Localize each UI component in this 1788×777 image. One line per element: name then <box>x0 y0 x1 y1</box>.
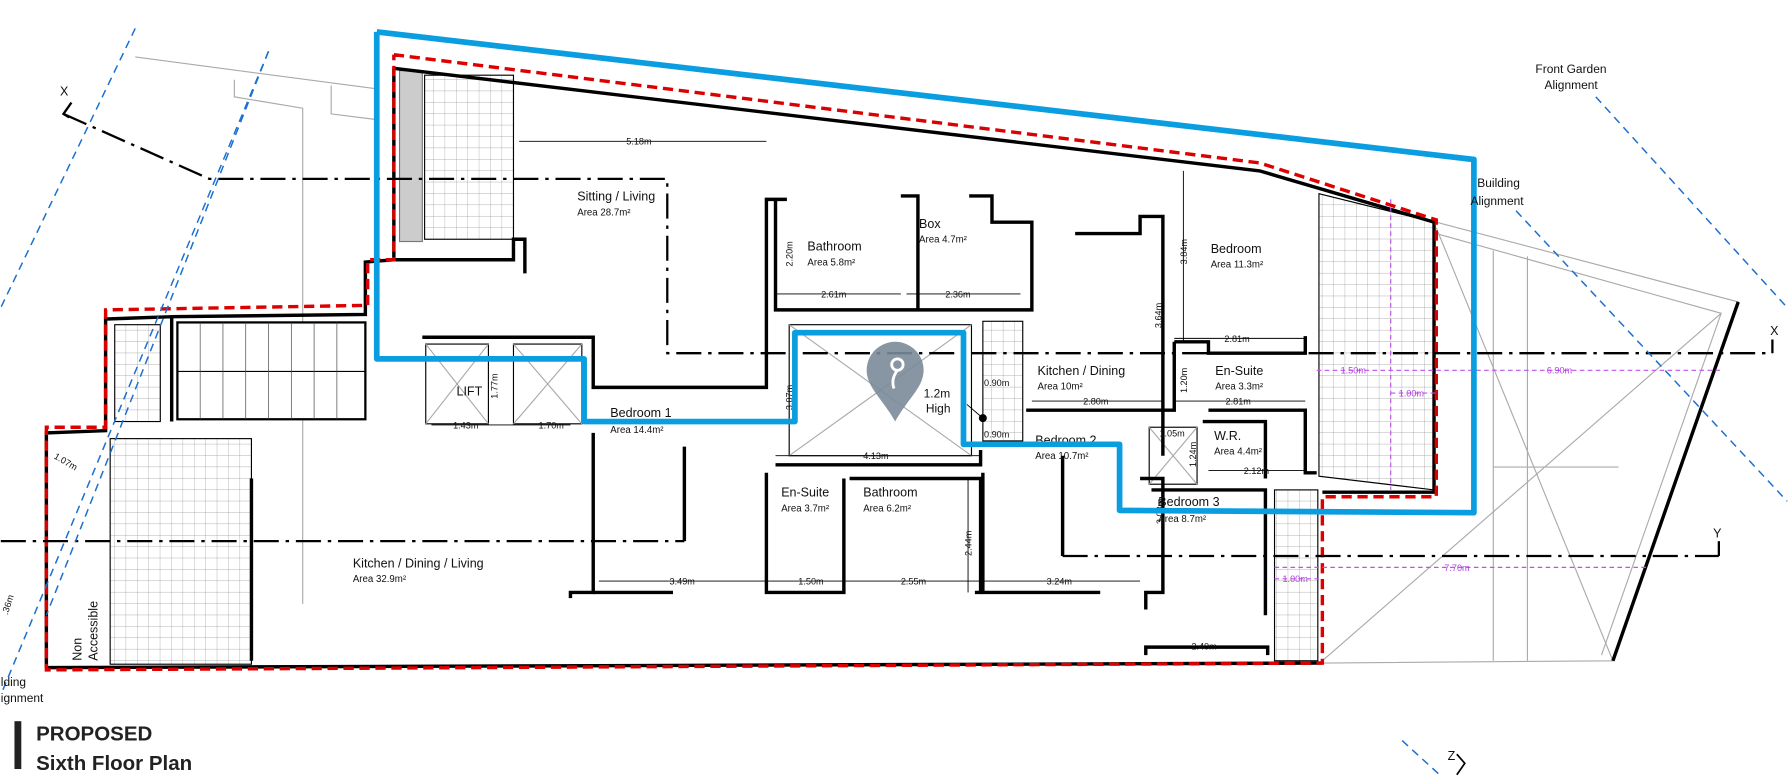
room-name: Kitchen / Dining <box>1038 364 1126 378</box>
room-area: Area 11.3m² <box>1211 260 1264 271</box>
dim-label: 2.40m <box>1191 641 1216 651</box>
dim-label: 4.13m <box>863 451 888 461</box>
dim-label: 3.64m <box>1154 303 1164 328</box>
dim-label: 0.90m <box>984 378 1009 388</box>
plan-title: Sixth Floor Plan <box>36 752 192 775</box>
height-note: High <box>926 401 951 415</box>
section-marker-x: X <box>60 85 69 99</box>
room-name: Box <box>919 217 941 231</box>
highlight-boundary <box>373 29 1477 516</box>
dim-label: 2.20m <box>785 241 795 266</box>
dimension-lines <box>431 140 1306 647</box>
room-name: Kitchen / Dining / Living <box>353 556 484 570</box>
dim-label: 2.36m <box>945 289 970 299</box>
room-labels: Sitting / Living Area 28.7m² Bathroom Ar… <box>71 190 1264 661</box>
dim-label: 2.81m <box>1226 396 1251 406</box>
non-accessible-label: Accessible <box>87 601 101 661</box>
dim-label: 2.61m <box>821 289 846 299</box>
planter <box>398 70 423 243</box>
setback-dim: 1.50m <box>1341 366 1366 376</box>
room-area: Area 10.7m² <box>1035 451 1089 462</box>
building-alignment-label: ignment <box>1 691 44 705</box>
dim-label: .36m <box>0 593 16 615</box>
room-area: Area 8.7m² <box>1158 514 1207 525</box>
room-area: Area 14.4m² <box>610 425 664 436</box>
section-marker-x: X <box>1770 324 1779 338</box>
room-name: Bedroom <box>1211 242 1262 256</box>
dim-label: 2.55m <box>901 576 926 586</box>
dim-label: 2.80m <box>1083 396 1108 406</box>
setback-dim: 6.90m <box>1547 366 1572 376</box>
dim-label: 0.90m <box>984 429 1009 439</box>
room-name: Bedroom 3 <box>1158 495 1219 509</box>
room-name: Bedroom 1 <box>610 406 671 420</box>
section-marker-y: Y <box>1713 527 1722 541</box>
front-garden-label: Front Garden <box>1535 62 1606 76</box>
dim-label: 1.77m <box>490 373 500 398</box>
room-area: Area 4.4m² <box>1214 447 1263 458</box>
room-area: Area 32.9m² <box>353 574 407 585</box>
building-alignment-label: Alignment <box>1470 194 1524 208</box>
dim-label: 1.24m <box>1188 442 1198 467</box>
title-bar <box>14 721 22 770</box>
height-note: 1.2m <box>924 387 951 401</box>
room-name: En-Suite <box>1215 364 1263 378</box>
room-area: Area 10m² <box>1038 382 1084 393</box>
dim-label: 3.07m <box>785 385 795 410</box>
context-lines <box>135 56 1739 664</box>
building-alignment-label: Building <box>1477 176 1520 190</box>
dim-label: 1.20m <box>1179 368 1189 393</box>
front-garden-label: Alignment <box>1545 78 1599 92</box>
room-area: Area 3.7m² <box>781 504 830 515</box>
setback-dim: 1.00m <box>1399 388 1424 398</box>
dim-label: 2.12m <box>1244 466 1269 476</box>
dim-label: 5.18m <box>626 137 651 147</box>
room-name: En-Suite <box>781 486 829 500</box>
section-marker-z: Z <box>1448 749 1456 763</box>
staircase <box>176 321 367 421</box>
dim-label: 1.43m <box>453 420 478 430</box>
dim-label: 1.05m <box>1159 428 1184 438</box>
dim-label: 2.81m <box>1224 334 1249 344</box>
dim-label: 1.70m <box>539 420 564 430</box>
room-area: Area 5.8m² <box>807 257 856 268</box>
dim-label: 1.50m <box>798 576 823 586</box>
room-name: Bathroom <box>807 240 861 254</box>
room-area: Area 4.7m² <box>919 235 968 246</box>
dim-label: 3.24m <box>1047 576 1072 586</box>
room-area: Area 3.3m² <box>1215 382 1264 393</box>
alignment-lines <box>0 28 1788 777</box>
room-name: Bathroom <box>863 486 917 500</box>
setback-dimensions: 1.50m 6.90m 1.00m 7.70m 1.00m <box>1274 199 1724 584</box>
dim-label: 1.07m <box>52 451 79 472</box>
room-name: Sitting / Living <box>577 190 655 204</box>
setback-dim: 1.00m <box>1283 574 1308 584</box>
room-name: W.R. <box>1214 429 1241 443</box>
non-accessible-label: Non <box>71 638 85 661</box>
room-name: LIFT <box>457 384 483 398</box>
building-alignment-label: lding <box>1 675 26 689</box>
room-area: Area 28.7m² <box>577 207 631 218</box>
room-area: Area 6.2m² <box>863 504 912 515</box>
site-boundary <box>44 52 1439 672</box>
section-lines <box>0 101 1774 776</box>
location-pin-icon <box>866 341 924 422</box>
plan-status: PROPOSED <box>36 723 152 746</box>
dim-label: 3.49m <box>670 576 695 586</box>
dim-label: 3.84m <box>1179 239 1189 264</box>
dim-label: 2.44m <box>963 531 973 556</box>
terraces <box>109 70 1435 665</box>
setback-dim: 7.70m <box>1444 563 1469 573</box>
dimension-labels: 5.18m 2.20m 2.61m 2.36m 3.84m 3.64m 2.81… <box>0 137 1269 652</box>
